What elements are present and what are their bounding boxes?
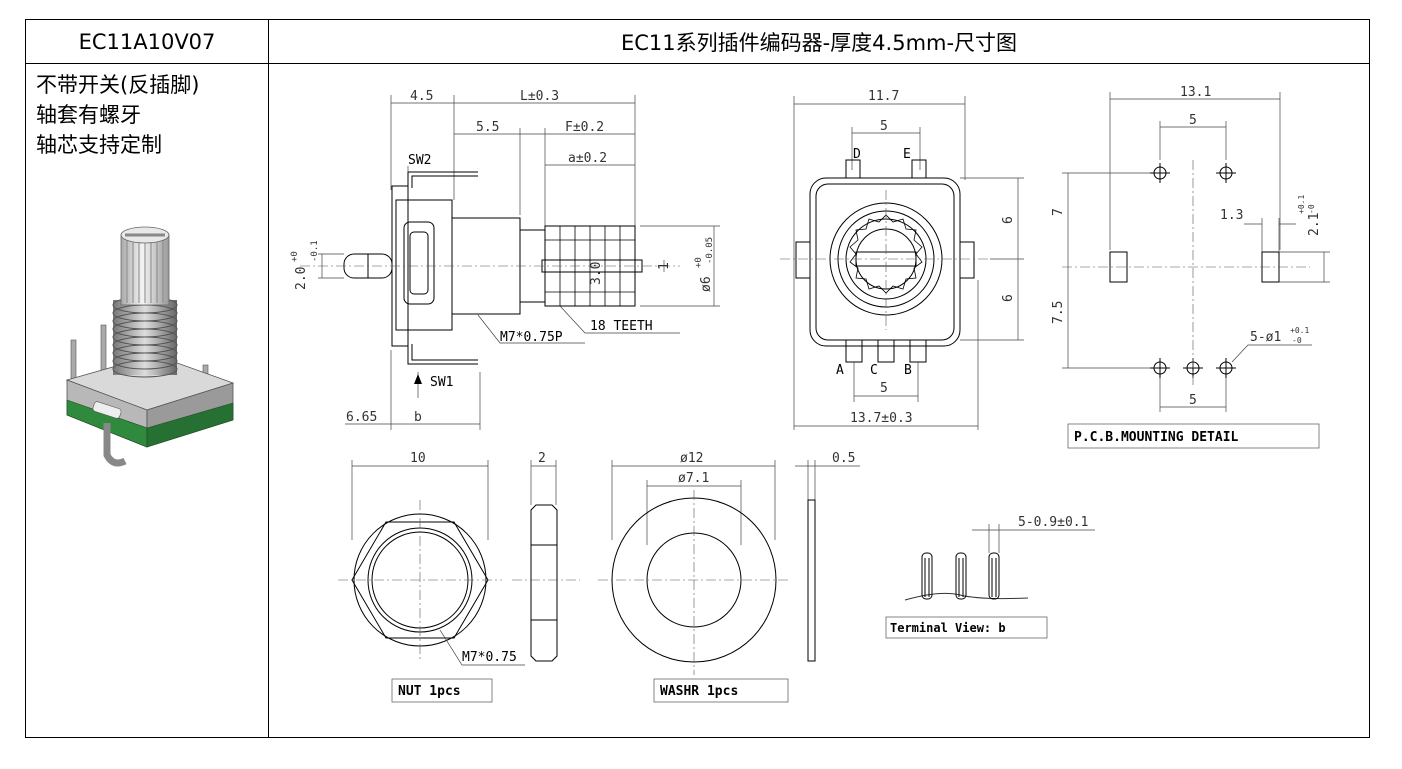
- dim-2-0-tol-upper: +0: [290, 251, 300, 262]
- front-view: [780, 96, 1024, 430]
- dim-f: F±0.2: [565, 120, 604, 135]
- pin-e-label: E: [903, 147, 911, 162]
- dim-2-1: 2.1: [1307, 213, 1322, 236]
- side-view: [300, 95, 720, 430]
- dim-6-lower: 6: [1001, 294, 1016, 302]
- dim-nut-width: 10: [410, 451, 426, 466]
- product-notes: 不带开关(反插脚) 轴套有螺牙 轴芯支持定制: [36, 70, 199, 160]
- dim-6-diameter: ø6: [699, 276, 714, 292]
- dim-front-pitch-top: 5: [880, 119, 888, 134]
- pcb-detail: [1062, 92, 1330, 449]
- dim-2-1-tol-upper: +0.1: [1297, 195, 1306, 214]
- nut-thread-label: M7*0.75: [462, 650, 517, 665]
- dim-pcb-pitch-top: 5: [1189, 113, 1197, 128]
- nut-caption: NUT 1pcs: [398, 684, 461, 699]
- label-sw2: SW2: [408, 153, 431, 168]
- pin-d-label: D: [853, 147, 861, 162]
- dim-2-0-tol-lower: -0.1: [310, 240, 320, 262]
- dim-holes-tol-upper: +0.1: [1290, 326, 1309, 335]
- dim-front-pitch-bottom: 5: [880, 381, 888, 396]
- sw1-arrow-icon: [414, 374, 422, 384]
- dim-washer-inner: ø7.1: [678, 471, 709, 486]
- dim-13-7: 13.7±0.3: [850, 411, 913, 426]
- note-custom-shaft: 轴芯支持定制: [36, 133, 162, 157]
- dim-holes-tol-lower: -0: [1292, 336, 1302, 345]
- dim-b: b: [414, 410, 422, 425]
- dim-13-1: 13.1: [1180, 85, 1211, 100]
- dim-1: 1: [657, 262, 672, 270]
- note-threaded-bushing: 轴套有螺牙: [36, 103, 141, 127]
- label-teeth: 18 TEETH: [590, 319, 653, 334]
- dim-3-0: 3.0: [589, 262, 604, 285]
- pcb-caption: P.C.B.MOUNTING DETAIL: [1074, 430, 1239, 445]
- drawing-title: EC11系列插件编码器-厚度4.5mm-尺寸图: [620, 30, 1018, 55]
- note-no-switch: 不带开关(反插脚): [36, 73, 200, 97]
- model-number: EC11A10V07: [78, 29, 216, 54]
- dim-5-5: 5.5: [476, 120, 499, 135]
- pin-c-label: C: [870, 363, 878, 378]
- encoder-product-illustration: [65, 226, 235, 467]
- dim-6-upper: 6: [1001, 216, 1016, 224]
- dim-washer-outer: ø12: [680, 451, 703, 466]
- label-sw1: SW1: [430, 375, 453, 390]
- dim-l: L±0.3: [520, 89, 559, 104]
- label-thread: M7*0.75P: [500, 330, 563, 345]
- pin-a-label: A: [836, 363, 844, 378]
- dim-7-5: 7.5: [1051, 301, 1066, 324]
- dim-6-tol-upper: +0: [694, 257, 704, 268]
- terminal-caption: Terminal View: b: [890, 621, 1006, 635]
- washer-caption: WASHR 1pcs: [660, 684, 738, 699]
- dim-washer-thickness: 0.5: [832, 451, 855, 466]
- dim-4-5: 4.5: [410, 89, 433, 104]
- pin-b-label: B: [904, 363, 912, 378]
- dim-terminal: 5-0.9±0.1: [1018, 515, 1088, 530]
- drawing-sheet: EC11A10V07 EC11系列插件编码器-厚度4.5mm-尺寸图 不带开关(…: [25, 19, 1370, 738]
- table-divider-vertical: [268, 20, 269, 737]
- dim-a: a±0.2: [568, 151, 607, 166]
- dim-1-3: 1.3: [1220, 208, 1243, 223]
- nut-drawing: [338, 460, 580, 703]
- dim-2-0: 2.0: [294, 267, 309, 290]
- terminal-view: [885, 524, 1095, 639]
- table-divider-horizontal: [26, 63, 1369, 64]
- dim-7: 7: [1051, 208, 1066, 216]
- dim-2-1-tol-lower: -0: [1307, 204, 1316, 214]
- washer-drawing: [598, 460, 860, 703]
- dim-pcb-pitch-bottom: 5: [1189, 393, 1197, 408]
- dim-holes: 5-ø1: [1250, 330, 1281, 345]
- dim-6-tol-lower: -0.05: [705, 237, 715, 264]
- dim-nut-thickness: 2: [538, 451, 546, 466]
- dim-11-7: 11.7: [868, 89, 899, 104]
- dim-6-65: 6.65: [346, 410, 377, 425]
